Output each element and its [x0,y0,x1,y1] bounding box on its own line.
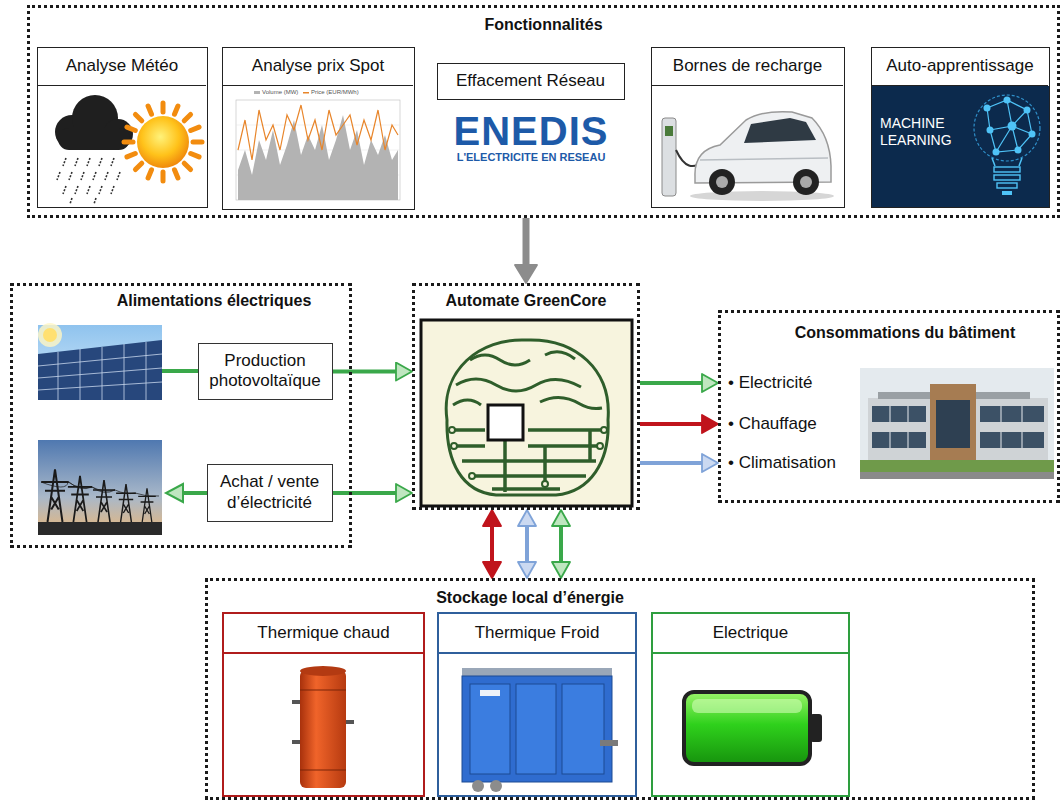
feature-panel: Bornes de recharge [651,47,845,208]
storage-box: Electrique [651,612,850,797]
node-title: Automate GreenCore [446,291,607,310]
image-caption-text: MACHINE LEARNING [880,115,982,149]
node-title: Fonctionnalités [484,15,602,34]
text-slot: Thermique chaud [224,614,423,654]
text-slot: • Chauffage [728,412,854,436]
weather-illustration [55,95,202,204]
flow-arrow [640,381,702,385]
flow-arrow [525,526,529,562]
list-item: • Electricité [728,373,812,393]
spot-price-chart [236,91,400,200]
node-title: Analyse prix Spot [252,56,384,76]
storage-box: Thermique chaud [222,612,425,797]
node-title: Thermique chaud [257,623,389,643]
text-slot: • Electricité [728,371,854,395]
flow-arrow [640,461,702,465]
node-title: Electrique [713,623,789,643]
list-item: • Climatisation [728,453,836,473]
feature-title-box: Effacement Réseau [437,63,625,100]
logo-tagline: L'ELECTRICITE EN RESEAU [457,151,606,164]
node-title: Bornes de recharge [673,56,822,76]
storage-box: Thermique Froid [437,612,637,797]
battery-illustration [684,692,822,764]
label-slot: ENEDIS [437,104,625,158]
node-title: Effacement Réseau [456,71,605,91]
text-slot: Automate GreenCore [415,288,637,314]
text-slot: Thermique Froid [439,614,635,654]
feature-panel: Analyse Météo [37,47,208,208]
text-slot: Effacement Réseau [438,64,623,98]
flow-arrow [559,526,563,562]
text-slot: Analyse prix Spot [223,48,413,86]
controller-group: Automate GreenCore [412,283,640,510]
text-slot: Consommations du bâtiment [760,321,1050,345]
label-slot: L'ELECTRICITE EN RESEAU [437,150,625,166]
chart-legend-label: Volume (MW) [262,89,298,96]
brain-illustration [421,320,632,506]
node-title: Stockage local d’énergie [436,588,624,607]
storage-group: Stockage local d’énergieThermique chaud T… [205,578,1035,800]
feature-panel: Analyse prix Spot [222,47,415,210]
flow-arrow [333,370,396,374]
node-title: Thermique Froid [475,623,600,643]
machine-learning-illustration [872,86,1049,207]
node-title: Alimentations électriques [117,291,312,310]
chiller-illustration [462,668,618,792]
text-slot: Fonctionnalités [30,12,1057,38]
text-slot: Electrique [653,614,848,654]
node-title: Achat / vente d’électricité [212,472,327,513]
supply-box: Production photovoltaïque [198,343,333,400]
text-slot: Bornes de recharge [652,48,843,86]
text-slot: Production photovoltaïque [199,344,331,398]
chart-legend-label: Price (EUR/MWh) [311,89,359,96]
flow-arrow [490,526,494,562]
label-slot: Volume (MW) [262,88,310,98]
consumption-group: Consommations du bâtiment • Electricité • … [718,310,1060,503]
charging-car-illustration [662,112,834,201]
logo-text: ENEDIS [454,107,609,155]
flow-arrow [333,491,396,495]
text-slot: • Climatisation [728,451,854,475]
solar-panel-illustration [38,323,198,400]
power-lines-illustration [38,440,207,535]
text-slot: Stockage local d’énergie [400,585,660,611]
text-slot: Alimentations électriques [80,289,348,313]
text-slot: Auto-apprentissage [872,48,1048,86]
building-illustration [860,368,1054,479]
node-title: Production photovoltaïque [203,351,327,392]
text-slot: Analyse Météo [38,48,206,86]
list-item: • Chauffage [728,414,817,434]
flow-arrow [640,422,702,426]
label-slot: MACHINE LEARNING [880,110,982,154]
supply-group: Alimentations électriquesProduction phot… [10,283,352,548]
node-title: Consommations du bâtiment [795,323,1015,342]
flow-arrow [523,218,530,265]
supply-box: Achat / vente d’électricité [207,464,333,522]
hot-tank-illustration [292,666,354,788]
text-slot: Achat / vente d’électricité [208,465,331,520]
label-slot: Price (EUR/MWh) [311,88,375,98]
node-title: Auto-apprentissage [886,56,1033,76]
node-title: Analyse Météo [66,56,178,76]
